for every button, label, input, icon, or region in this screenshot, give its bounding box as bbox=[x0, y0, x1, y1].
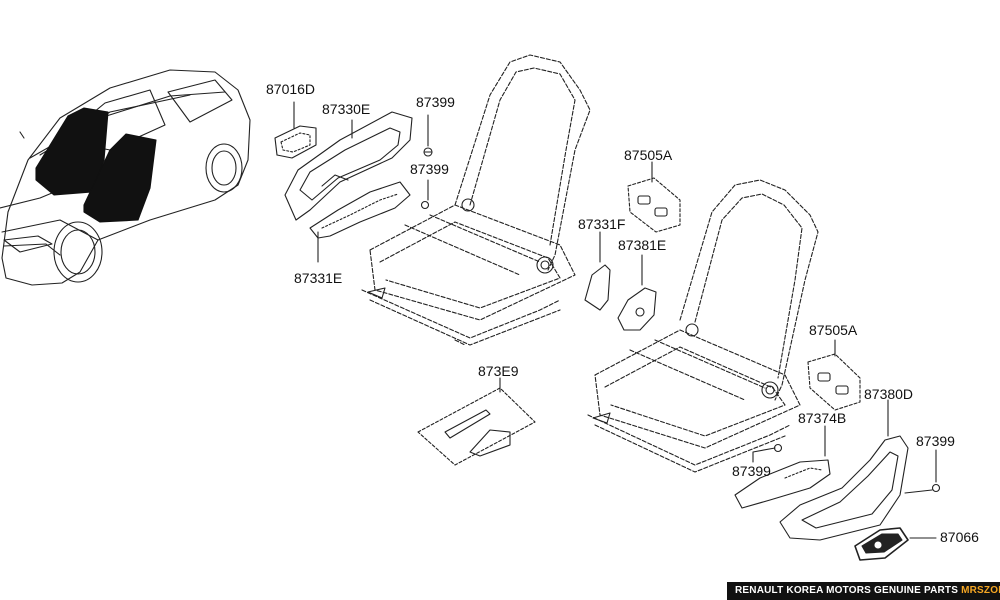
label-87381E: 87381E bbox=[618, 237, 667, 253]
part-87399-screw-b bbox=[420, 200, 430, 210]
right-seat-hardware bbox=[592, 323, 779, 424]
label-873E9: 873E9 bbox=[478, 363, 519, 379]
footer-highlight: MRSZONE bbox=[961, 585, 1000, 596]
label-87380D: 87380D bbox=[864, 386, 914, 402]
label-87330E: 87330E bbox=[322, 101, 371, 117]
part-87505A-clips-a bbox=[627, 177, 681, 233]
part-87380D-side-cover bbox=[779, 435, 909, 541]
label-87331F: 87331F bbox=[578, 216, 626, 232]
part-87330E-side-cover bbox=[284, 111, 413, 221]
right-seat-frame bbox=[587, 179, 819, 473]
left-seat-frame bbox=[361, 54, 591, 346]
part-87399-screw-a bbox=[423, 147, 433, 157]
footer-text: RENAULT KOREA MOTORS GENUINE PARTS bbox=[735, 585, 962, 596]
label-87331E: 87331E bbox=[294, 270, 343, 286]
label-87066: 87066 bbox=[940, 529, 979, 545]
label-87016D: 87016D bbox=[266, 81, 316, 97]
part-873E9-handle-set bbox=[417, 387, 536, 466]
car-illustration bbox=[0, 69, 251, 286]
label-87399-b: 87399 bbox=[410, 161, 449, 177]
part-87331F-cover bbox=[584, 264, 611, 311]
left-seat-hardware bbox=[367, 198, 554, 299]
part-87016D-switch-knob bbox=[274, 125, 317, 159]
leader-87399-c bbox=[752, 447, 776, 463]
part-87066-switch-knob bbox=[854, 527, 909, 561]
label-87374B: 87374B bbox=[798, 410, 847, 426]
label-87505A-b: 87505A bbox=[809, 322, 858, 338]
part-87374B-inner-cover bbox=[734, 459, 831, 509]
part-87505A-clips-b bbox=[807, 353, 861, 411]
part-87399-screw-d bbox=[931, 483, 941, 493]
part-87381E-trim bbox=[617, 287, 657, 331]
label-87399-d: 87399 bbox=[916, 433, 955, 449]
leader-87399-d-to-cover bbox=[904, 489, 933, 494]
label-87505A-a: 87505A bbox=[624, 147, 673, 163]
label-87399-c: 87399 bbox=[732, 463, 771, 479]
part-87331E-inner-cover bbox=[309, 181, 411, 239]
footer-banner: RENAULT KOREA MOTORS GENUINE PARTS MRSZO… bbox=[727, 582, 1000, 600]
label-87399-a: 87399 bbox=[416, 94, 455, 110]
